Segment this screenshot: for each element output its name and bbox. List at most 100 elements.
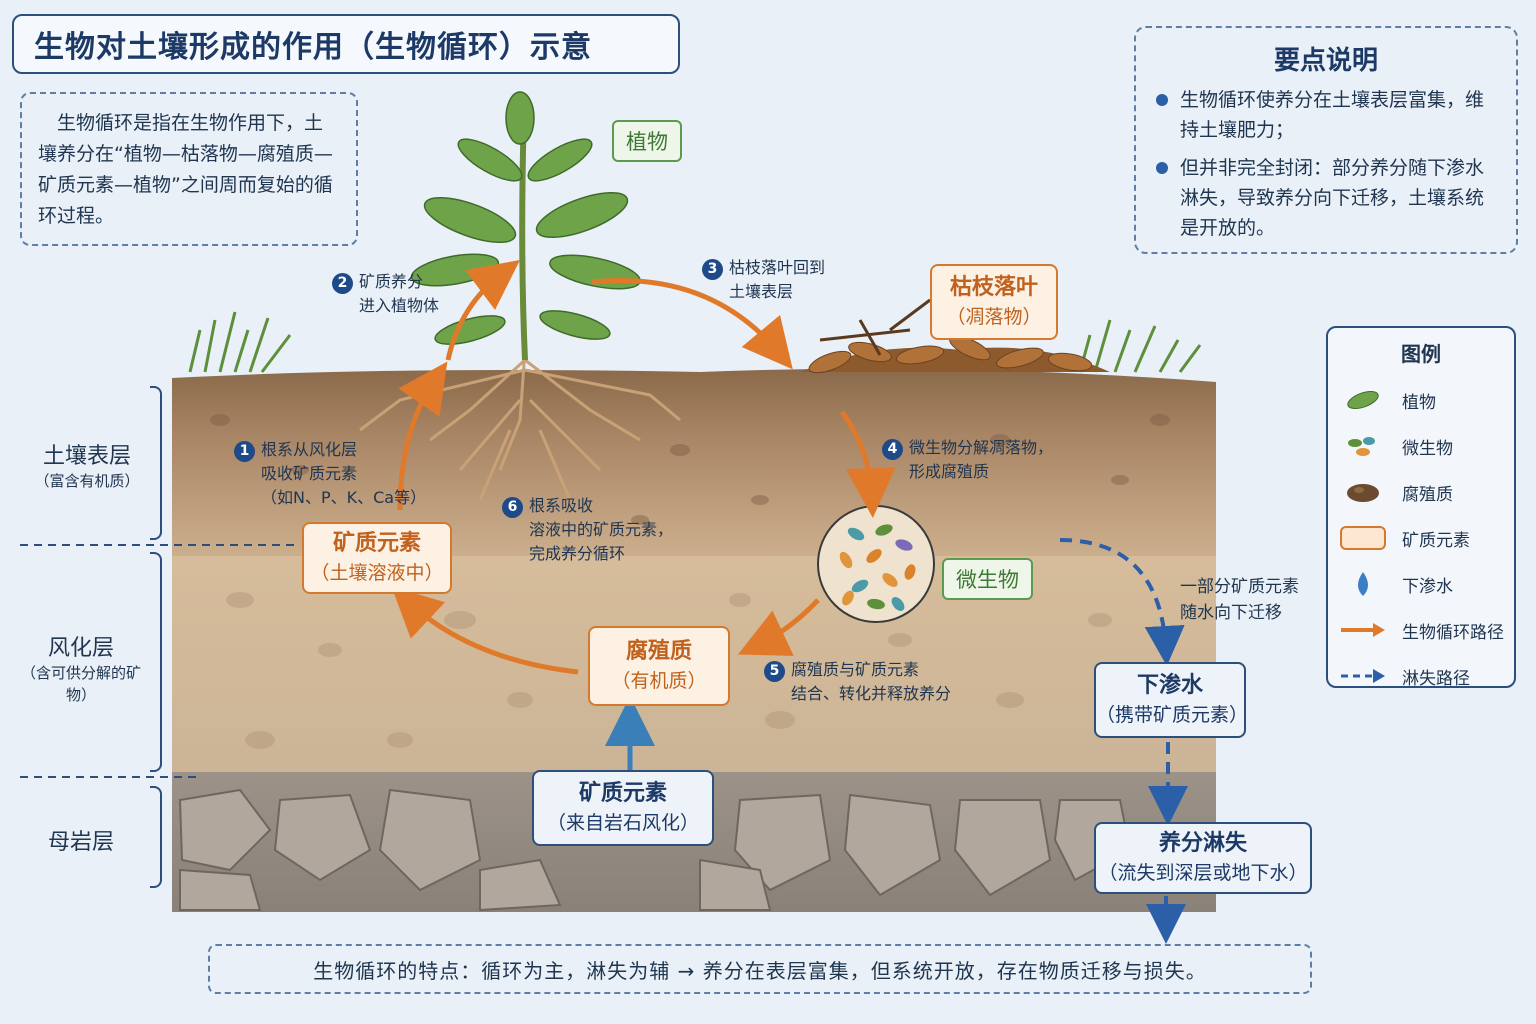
water-drop-icon (1338, 569, 1388, 599)
plant-icon (410, 91, 641, 361)
soil-block (172, 368, 1216, 912)
humus-icon (1338, 477, 1388, 507)
leaching-path (1059, 538, 1188, 944)
litter-icon (800, 298, 1110, 374)
microbe-circle (817, 505, 935, 623)
legend-item: 下渗水 (1338, 561, 1504, 607)
roots-icon (359, 349, 681, 501)
keypoint-text: 但并非完全封闭：部分养分随下渗水淋失，导致养分向下迁移，土壤系统是开放的。 (1180, 157, 1485, 239)
step-number: 4 (882, 439, 903, 460)
step-4: 4 微生物分解凋落物， 形成腐殖质 (882, 436, 1053, 484)
legend-item: 微生物 (1338, 423, 1504, 469)
step-1: 1 根系从风化层 吸收矿质元素 （如N、P、K、Ca等） (234, 438, 426, 510)
seep-water-node: 下渗水 （携带矿质元素） (1094, 662, 1249, 738)
legend-item: 腐殖质 (1338, 469, 1504, 515)
node-title: 矿质元素 (332, 531, 421, 556)
layer-label-topsoil: 土壤表层 （富含有机质） (22, 438, 152, 492)
layer-name: 土壤表层 (42, 444, 131, 469)
cycle-path (391, 259, 896, 675)
intro-text: 生物循环是指在生物作用下，土壤养分在“植物—枯落物—腐殖质—矿质元素—植物”之间… (20, 92, 358, 246)
node-subtitle: （土壤溶液中） (310, 562, 444, 584)
mineral-box-icon (1338, 523, 1388, 553)
note-line: 随水向下迁移 (1180, 603, 1282, 623)
step-number: 6 (502, 497, 523, 518)
bullet-icon (1156, 94, 1168, 106)
keypoints-title: 要点说明 (1273, 46, 1378, 76)
microbe-icon (1338, 431, 1388, 461)
step-text: 形成腐殖质 (909, 462, 990, 481)
layer-note: （含可供分解的矿物） (20, 664, 141, 704)
step-text: 溶液中的矿质元素， (529, 520, 674, 539)
step-number: 2 (332, 273, 353, 294)
legend-label: 生物循环路径 (1402, 622, 1504, 643)
leaf-icon (1338, 385, 1388, 415)
microbe-tag: 微生物 (942, 558, 1033, 600)
keypoint-item: 生物循环使养分在土壤表层富集，维持土壤肥力； (1154, 85, 1498, 145)
step-text: 吸收矿质元素 (261, 464, 358, 483)
step-text: 腐殖质与矿质元素 (791, 660, 920, 679)
bullet-icon (1156, 162, 1168, 174)
step-text: 土壤表层 (729, 282, 794, 301)
keypoint-item: 但并非完全封闭：部分养分随下渗水淋失，导致养分向下迁移，土壤系统是开放的。 (1154, 153, 1498, 243)
legend-item: 植物 (1338, 377, 1504, 423)
node-subtitle: （凋落物） (946, 306, 1042, 328)
step-6: 6 根系吸收 溶液中的矿质元素， 完成养分循环 (502, 494, 673, 566)
node-subtitle: （有机质） (611, 670, 707, 692)
mineral-rock-node: 矿质元素 （来自岩石风化） (532, 770, 714, 846)
layer-name: 母岩层 (47, 830, 114, 855)
layer-bracket (150, 552, 162, 772)
node-title: 枯枝落叶 (949, 275, 1038, 300)
grass-icon (188, 311, 1202, 373)
humus-node: 腐殖质 （有机质） (588, 626, 730, 706)
node-title: 养分淋失 (1158, 831, 1247, 856)
node-subtitle: （携带矿质元素） (1096, 704, 1249, 726)
step-5: 5 腐殖质与矿质元素 结合、转化并释放养分 (764, 658, 951, 706)
node-subtitle: （来自岩石风化） (546, 812, 699, 834)
legend-label: 微生物 (1402, 438, 1453, 459)
keypoint-text: 生物循环使养分在土壤表层富集，维持土壤肥力； (1180, 89, 1485, 141)
node-title: 下渗水 (1136, 673, 1203, 698)
summary-bar: 生物循环的特点：循环为主，淋失为辅 → 养分在表层富集，但系统开放，存在物质迁移… (208, 944, 1312, 994)
step-text: 枯枝落叶回到 (729, 258, 826, 277)
node-title: 腐殖质 (625, 639, 692, 664)
node-title: 矿质元素 (578, 781, 667, 806)
step-text: 矿质养分 (359, 272, 424, 291)
legend-label: 下渗水 (1402, 576, 1453, 597)
step-text: 微生物分解凋落物， (909, 438, 1054, 457)
step-text: 完成养分循环 (529, 544, 626, 563)
step-number: 5 (764, 661, 785, 682)
layer-bracket (150, 786, 162, 888)
note-line: 一部分矿质元素 (1180, 577, 1299, 597)
leaching-node: 养分淋失 （流失到深层或地下水） (1094, 822, 1312, 894)
layer-name: 风化层 (47, 636, 114, 661)
page-title: 生物对土壤形成的作用（生物循环）示意 (12, 14, 680, 74)
layer-bracket (150, 386, 162, 540)
plant-tag: 植物 (612, 120, 682, 162)
layer-note: （富含有机质） (34, 472, 140, 490)
legend-item: 矿质元素 (1338, 515, 1504, 561)
leaching-note: 一部分矿质元素 随水向下迁移 (1180, 574, 1299, 626)
layer-label-bedrock: 母岩层 (22, 824, 140, 856)
blue-dashed-arrow-icon (1338, 661, 1388, 691)
legend-label: 矿质元素 (1402, 530, 1470, 551)
step-text: 根系从风化层 (261, 440, 358, 459)
legend-title: 图例 (1401, 342, 1441, 366)
step-text: 根系吸收 (529, 496, 594, 515)
node-subtitle: （流失到深层或地下水） (1098, 862, 1308, 884)
step-text: 结合、转化并释放养分 (791, 684, 952, 703)
mineral-solution-node: 矿质元素 （土壤溶液中） (302, 522, 452, 594)
step-3: 3 枯枝落叶回到 土壤表层 (702, 256, 825, 304)
orange-arrow-icon (1338, 615, 1388, 645)
step-number: 3 (702, 259, 723, 280)
legend-item: 淋失路径 (1338, 653, 1504, 699)
legend-item: 生物循环路径 (1338, 607, 1504, 653)
layer-label-weathering: 风化层 （含可供分解的矿物） (14, 630, 148, 706)
litter-node: 枯枝落叶 （凋落物） (930, 264, 1058, 340)
legend-panel: 图例 植物 微生物 腐殖质 矿质元素 下渗水 生物循环路径 淋失路径 (1326, 326, 1516, 689)
step-number: 1 (234, 441, 255, 462)
legend-label: 腐殖质 (1402, 484, 1453, 505)
legend-label: 植物 (1402, 392, 1436, 413)
step-text: （如N、P、K、Ca等） (261, 488, 427, 507)
